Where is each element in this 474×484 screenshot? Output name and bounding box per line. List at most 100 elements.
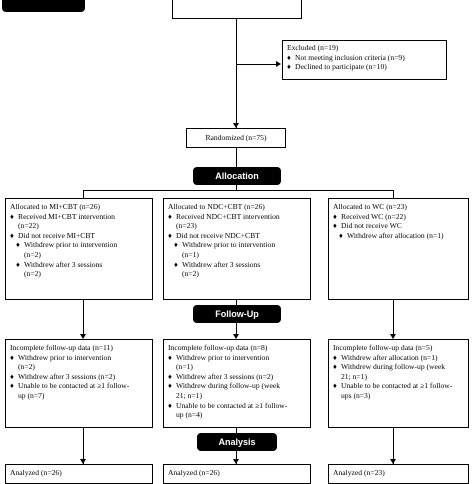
list-item: (n=1) <box>168 250 306 260</box>
diamond-bullet-icon: ♦ <box>174 240 178 250</box>
connector-alloc-right <box>393 300 394 338</box>
diamond-bullet-icon: ♦ <box>16 259 20 269</box>
list-item: ♦ Withdrew after allocation (n=1) <box>333 231 464 241</box>
diamond-bullet-icon: ♦ <box>10 211 14 221</box>
list-item-text: Withdrew prior to intervention <box>176 352 270 362</box>
analysis-banner: Analysis <box>197 433 277 451</box>
list-item: ♦ Withdrew after 3 sessions (n=2) <box>168 372 306 382</box>
list-item: ♦ Withdrew prior to intervention <box>168 240 306 250</box>
arrow-analysis-right <box>390 459 396 464</box>
diamond-bullet-icon: ♦ <box>10 371 14 381</box>
allocation-box-wc: Allocated to WC (n=23) ♦ Received WC (n=2… <box>328 198 469 300</box>
list-item-text: Did not receive WC <box>341 221 402 231</box>
enrollment-banner <box>2 0 85 12</box>
list-item-text: Unable to be contacted at ≥1 follow- <box>18 381 130 391</box>
list-item: ♦ Did not receive NDC+CBT <box>168 231 306 241</box>
list-item: ♦Received MI+CBT intervention <box>10 212 148 222</box>
list-item-text: Withdrew after 3 sessions (n=2) <box>18 371 116 381</box>
arrow-analysis-mid <box>233 459 239 464</box>
list-item: ♦ Withdrew after 3 sessions <box>168 260 306 270</box>
followup-box-wc: Incomplete follow-up data (n=5) ♦Withdre… <box>328 339 469 428</box>
excluded-item: ♦Not meeting inclusion criteria (n=9) <box>287 52 405 62</box>
analysis-text: Analyzed (n=23) <box>333 468 385 477</box>
allocation-box-mi-cbt: Allocated to MI+CBT (n=26) ♦Received MI+… <box>5 198 153 300</box>
connector-branch <box>83 190 393 191</box>
diamond-bullet-icon: ♦ <box>168 371 172 381</box>
allocation-title: Allocated to WC (n=23) <box>333 202 407 211</box>
list-item-text: Received WC (n=22) <box>341 211 406 221</box>
allocation-title: Allocated to MI+CBT (n=26) <box>10 202 101 211</box>
connector-branch-right <box>393 190 394 198</box>
list-item-text: Unable to be contacted at ≥1 follow- <box>176 400 288 410</box>
list-item-text: Withdrew prior to intervention <box>24 240 118 250</box>
list-item: (n=2) <box>10 362 148 372</box>
randomized-text: Randomized (n=75) <box>205 133 267 142</box>
diamond-bullet-icon: ♦ <box>168 211 172 221</box>
connector-excluded <box>236 64 276 65</box>
list-item: (n=22) <box>10 221 148 231</box>
list-item-text: Did not receive MI+CBT <box>18 230 96 240</box>
list-item-text: Withdrew during follow-up (week <box>176 381 281 391</box>
list-item: up (n=4) <box>168 410 306 420</box>
diamond-bullet-icon: ♦ <box>333 211 337 221</box>
excluded-title: Excluded (n=19) <box>287 43 339 52</box>
arrow-followup-left <box>80 334 86 339</box>
list-item-text: Did not receive NDC+CBT <box>176 230 260 240</box>
diamond-bullet-icon: ♦ <box>168 352 172 362</box>
list-item-text: up (n=4) <box>176 410 203 420</box>
diamond-bullet-icon: ♦ <box>168 400 172 410</box>
list-item: ♦ Did not receive WC <box>333 221 464 231</box>
followup-title: Incomplete follow-up data (n=8) <box>168 343 268 352</box>
list-item-text: Withdrew after 3 sessions (n=2) <box>176 371 274 381</box>
connector-branch-left <box>83 190 84 198</box>
list-item: (n=2) <box>10 250 148 260</box>
arrow-followup-right <box>390 334 396 339</box>
list-item: ♦ Withdrew after 3 sessions <box>10 260 148 270</box>
list-item: ♦Withdrew during follow-up (week <box>333 362 464 372</box>
enrollment-box <box>172 0 302 19</box>
allocation-title: Allocated to NDC+CBT (n=26) <box>168 202 265 211</box>
diamond-bullet-icon: ♦ <box>174 259 178 269</box>
list-item-text: up (n=7) <box>18 390 45 400</box>
list-item-text: Withdrew after allocation (n=1) <box>347 230 444 240</box>
analysis-label: Analysis <box>218 437 256 447</box>
diamond-bullet-icon: ♦ <box>333 362 337 372</box>
diamond-bullet-icon: ♦ <box>287 62 291 72</box>
list-item-text: Withdrew prior to intervention <box>18 352 112 362</box>
list-item: ♦Withdrew prior to intervention <box>10 240 148 250</box>
list-item-text: Withdrew prior to intervention <box>182 240 276 250</box>
list-item: ♦ Withdrew prior to intervention <box>10 353 148 363</box>
list-item: ♦Did not receive MI+CBT <box>10 231 148 241</box>
list-item-text: Withdrew after 3 sessions <box>182 259 261 269</box>
list-item-text: Unable to be contacted at ≥1 follow- <box>341 381 453 391</box>
diamond-bullet-icon: ♦ <box>168 230 172 240</box>
arrow-analysis-left <box>80 459 86 464</box>
diamond-bullet-icon: ♦ <box>10 381 14 391</box>
allocation-banner: Allocation <box>193 167 281 185</box>
list-item: ♦ Withdrew after allocation (n=1) <box>333 353 464 363</box>
diamond-bullet-icon: ♦ <box>339 230 343 240</box>
list-item-text: Withdrew after 3 sessions <box>24 259 103 269</box>
diamond-bullet-icon: ♦ <box>333 221 337 231</box>
arrow-excluded <box>276 61 281 67</box>
diamond-bullet-icon: ♦ <box>10 352 14 362</box>
diamond-bullet-icon: ♦ <box>333 352 337 362</box>
analysis-text: Analyzed (n=26) <box>168 468 220 477</box>
list-item: (n=1) <box>168 362 306 372</box>
list-item: ups (n=3) <box>333 391 464 401</box>
list-item-text: 21; n=1) <box>341 371 368 381</box>
list-item: ♦ Withdrew after 3 sessions (n=2) <box>10 372 148 382</box>
allocation-label: Allocation <box>215 171 259 181</box>
followup-box-mi-cbt: Incomplete follow-up data (n=11) ♦ Withdr… <box>5 339 153 428</box>
arrow-followup-mid <box>233 334 239 339</box>
list-item: (n=23) <box>168 221 306 231</box>
connector-fu-left <box>83 428 84 464</box>
followup-title: Incomplete follow-up data (n=11) <box>10 343 113 352</box>
list-item: (n=2) <box>168 269 306 279</box>
list-item-text: (n=2) <box>24 249 41 259</box>
list-item: ♦Unable to be contacted at ≥1 follow- <box>333 381 464 391</box>
list-item-text: Received NDC+CBT intervention <box>176 211 280 221</box>
list-item-text: Withdrew after allocation (n=1) <box>341 352 438 362</box>
randomized-box: Randomized (n=75) <box>186 128 286 148</box>
list-item: 21; n=1) <box>333 372 464 382</box>
